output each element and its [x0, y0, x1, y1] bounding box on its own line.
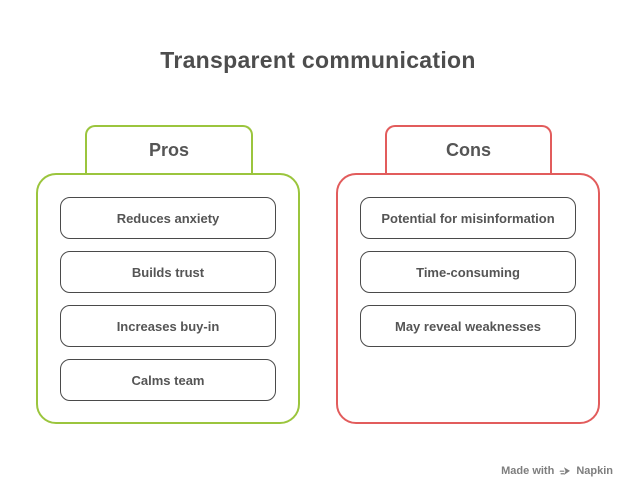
watermark: Made with Napkin	[501, 465, 613, 477]
list-item-label: Builds trust	[131, 264, 205, 280]
list-item-label: Potential for misinformation	[381, 210, 555, 226]
list-item-label: Calms team	[131, 372, 205, 388]
list-item: Reduces anxiety	[60, 197, 276, 239]
page-title: Transparent communication	[160, 47, 476, 73]
list-item-label: Increases buy-in	[116, 318, 220, 334]
list-item: Calms team	[60, 359, 276, 401]
list-item: Time-consuming	[360, 251, 576, 293]
pros-header-label: Pros	[148, 139, 190, 160]
watermark-prefix: Made with	[501, 465, 555, 477]
cons-header-tab: Cons	[385, 125, 552, 175]
list-item-label: Time-consuming	[416, 264, 520, 280]
list-item: Builds trust	[60, 251, 276, 293]
cons-box: Potential for misinformation Time-consum…	[336, 173, 600, 424]
pros-box: Reduces anxiety Builds trust Increases b…	[36, 173, 300, 424]
list-item: Potential for misinformation	[360, 197, 576, 239]
list-item-label: Reduces anxiety	[116, 210, 220, 226]
cons-header-label: Cons	[446, 139, 491, 160]
list-item: May reveal weaknesses	[360, 305, 576, 347]
napkin-pen-icon	[559, 465, 571, 477]
pros-header-tab: Pros	[85, 125, 253, 175]
list-item: Increases buy-in	[60, 305, 276, 347]
list-item-label: May reveal weaknesses	[395, 318, 541, 334]
watermark-brand: Napkin	[576, 465, 613, 477]
